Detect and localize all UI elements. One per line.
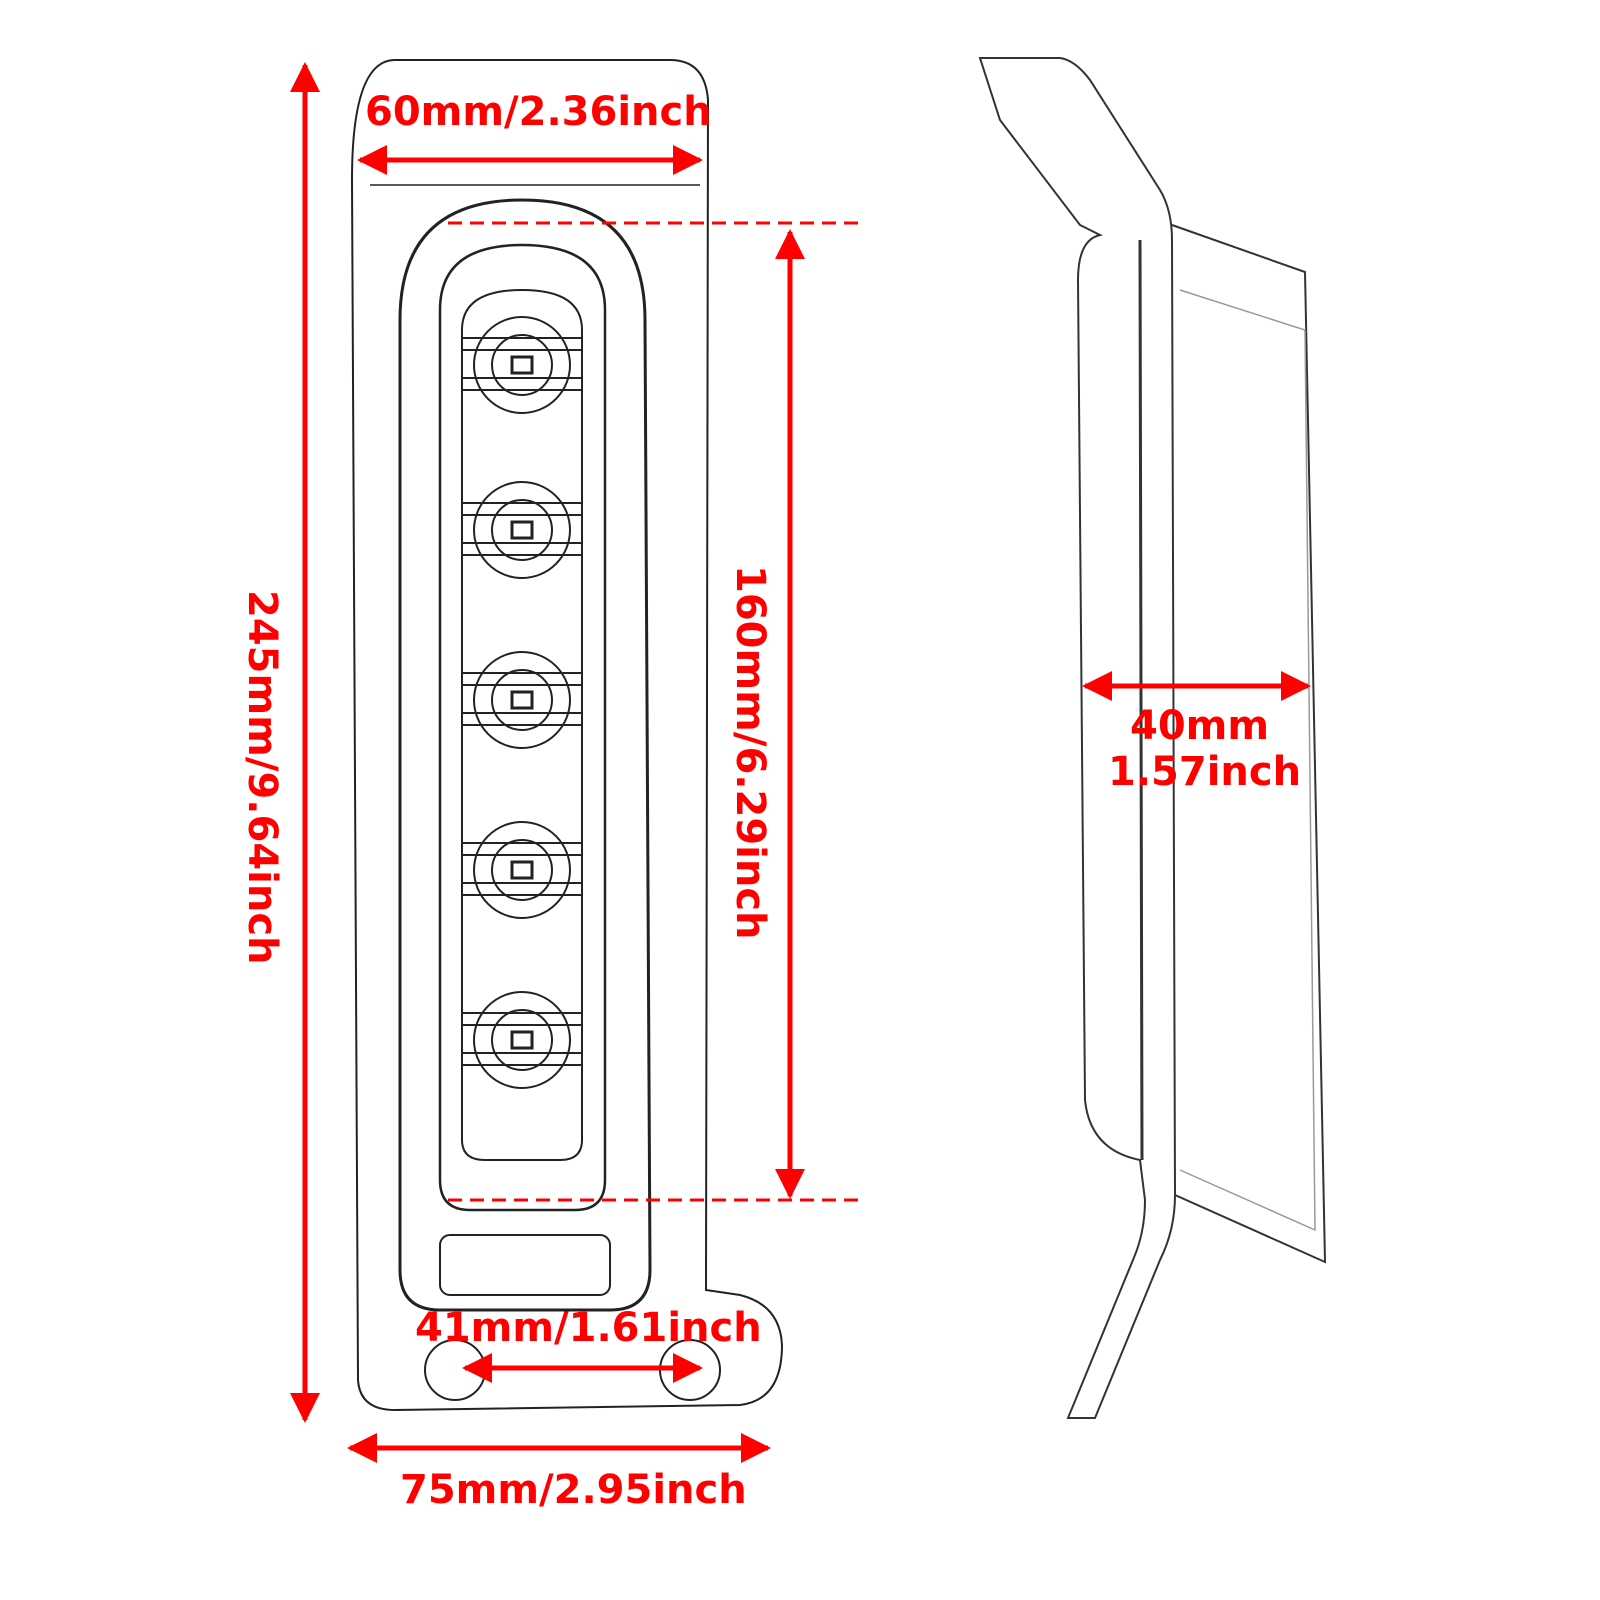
dim-depth-mm-label: 40mm bbox=[1130, 703, 1270, 749]
dimension-lines bbox=[290, 62, 1311, 1463]
side-outline bbox=[978, 57, 1177, 1419]
lamp-housing-outer bbox=[398, 198, 652, 1312]
bottom-lens bbox=[439, 1234, 611, 1296]
led-4 bbox=[461, 821, 583, 919]
dim-led-span-label: 160mm/6.29inch bbox=[727, 565, 773, 940]
dim-top-width-label: 60mm/2.36inch bbox=[365, 89, 712, 135]
lamp-housing-inner bbox=[438, 243, 607, 1212]
led-3 bbox=[461, 651, 583, 749]
side-lens-face bbox=[1171, 224, 1327, 1264]
bracket-outline bbox=[350, 59, 784, 1412]
front-view bbox=[350, 59, 784, 1412]
dim-hole-spacing-label: 41mm/1.61inch bbox=[415, 1305, 762, 1351]
lens-strip bbox=[461, 288, 583, 1161]
led-2 bbox=[461, 481, 583, 579]
led-1 bbox=[461, 316, 583, 414]
dim-bottom-width-label: 75mm/2.95inch bbox=[400, 1467, 747, 1513]
dim-depth-inch-label: 1.57inch bbox=[1108, 749, 1302, 795]
side-lens-inner bbox=[1179, 289, 1316, 1232]
dim-overall-height-label: 245mm/9.64inch bbox=[239, 590, 285, 965]
led-5 bbox=[461, 991, 583, 1089]
side-spine bbox=[1138, 239, 1144, 1161]
led-array bbox=[461, 316, 583, 1089]
